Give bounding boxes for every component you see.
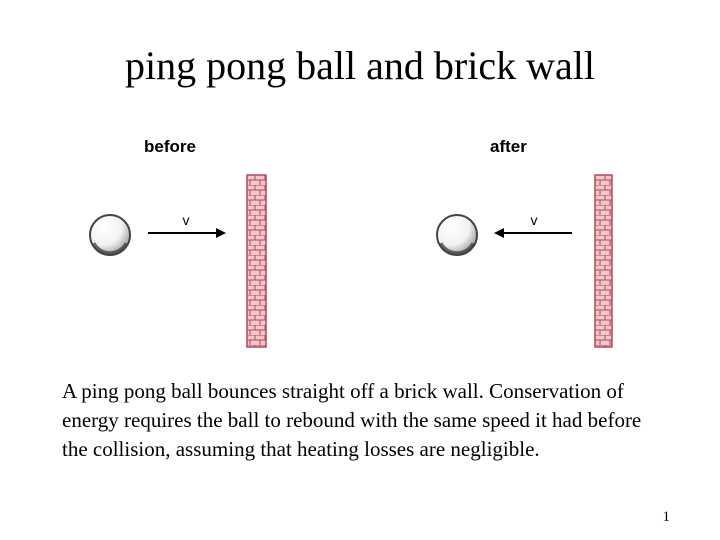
after-label: after xyxy=(490,137,527,156)
ping-pong-ball-icon xyxy=(89,214,131,256)
before-label: before xyxy=(144,137,196,156)
slide-title: ping pong ball and brick wall xyxy=(125,43,595,88)
velocity-label-after: v xyxy=(531,212,538,228)
ping-pong-ball-icon xyxy=(436,214,478,256)
collision-diagram: before after xyxy=(0,125,720,360)
brick-wall-icon xyxy=(594,174,613,348)
page-number: 1 xyxy=(662,509,671,525)
velocity-label-before: v xyxy=(183,212,190,228)
body-paragraph: A ping pong ball bounces straight off a … xyxy=(62,379,642,461)
diagram-svg: v v xyxy=(89,174,613,348)
brick-wall-icon xyxy=(246,174,267,348)
